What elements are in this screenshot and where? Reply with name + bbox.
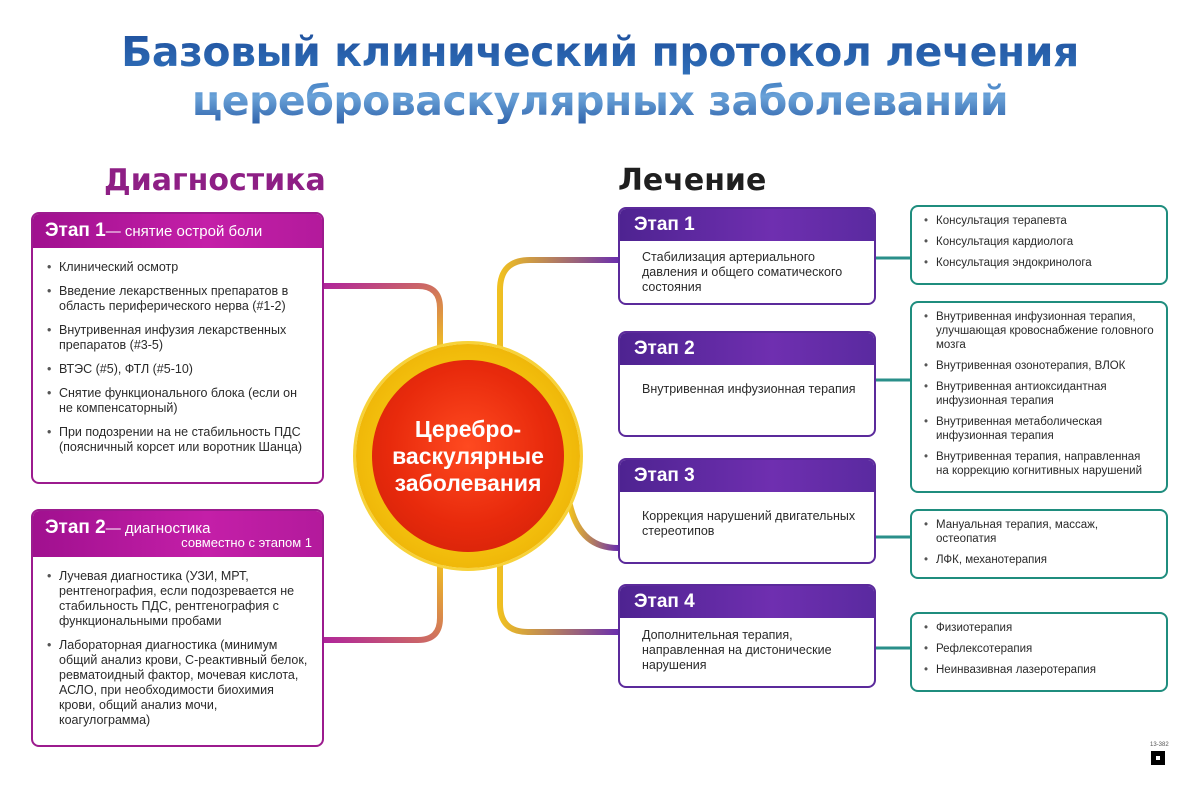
list-item: Лабораторная диагностика (минимум общий …	[47, 638, 310, 728]
list-item: При подозрении на не стабильность ПДС (п…	[47, 425, 310, 455]
treat-stage-2-card: Этап 2 Внутривенная инфузионная терапия	[618, 331, 876, 437]
list-item: Мануальная терапия, массаж, остеопатия	[924, 518, 1156, 546]
list-item: Консультация эндокринолога	[924, 256, 1156, 270]
diag-stage-2-header: Этап 2— диагностика совместно с этапом 1	[33, 511, 322, 557]
treatment-heading: Лечение	[618, 163, 767, 198]
connector-treat-stage-1	[497, 257, 621, 353]
treat-stage-1-items: Консультация терапевта Консультация кард…	[910, 205, 1168, 285]
treat-stage-3-items: Мануальная терапия, массаж, остеопатия Л…	[910, 509, 1168, 579]
treat-stage-4-title: Этап 4	[620, 586, 874, 618]
treat-stage-4-text: Дополнительная терапия, направленная на …	[642, 628, 832, 672]
list-item: Консультация кардиолога	[924, 235, 1156, 249]
treat-stage-3-text: Коррекция нарушений двигательных стереот…	[642, 509, 856, 538]
qr-code-icon	[1151, 751, 1165, 765]
treat-stage-1-title: Этап 1	[620, 209, 874, 241]
diag-stage-2-title: Этап 2	[45, 517, 106, 538]
list-item: Внутривенная антиоксидантная инфузионная…	[924, 380, 1156, 408]
list-item: Снятие функционального блока (если он не…	[47, 386, 310, 416]
center-label: Церебро-васкулярные заболевания	[392, 415, 544, 496]
connector-treat-stage-3	[567, 502, 621, 551]
list-item: ЛФК, механотерапия	[924, 553, 1156, 567]
list-item: Клинический осмотр	[47, 260, 310, 275]
list-item: Лучевая диагностика (УЗИ, МРТ, рентгеног…	[47, 569, 310, 629]
treat-stage-3-title: Этап 3	[620, 460, 874, 492]
list-item: Внутривенная инфузия лекарственных препа…	[47, 323, 310, 353]
connector-diag-stage-2	[320, 557, 443, 643]
diagnostics-heading: Диагностика	[104, 163, 326, 198]
list-item: Неинвазивная лазеротерапия	[924, 663, 1156, 677]
diag-stage-2-subtitle-2: совместно с этапом 1	[181, 535, 312, 550]
list-item: Физиотерапия	[924, 621, 1156, 635]
list-item: ВТЭС (#5), ФТЛ (#5-10)	[47, 362, 310, 377]
diag-stage-1-card: Этап 1— снятие острой боли Клинический о…	[31, 212, 324, 484]
treat-stage-2-items: Внутривенная инфузионная терапия, улучша…	[910, 301, 1168, 493]
list-item: Внутривенная озонотерапия, ВЛОК	[924, 359, 1156, 373]
treat-stage-4-card: Этап 4 Дополнительная терапия, направлен…	[618, 584, 876, 688]
treat-stage-2-title: Этап 2	[620, 333, 874, 365]
list-item: Внутривенная терапия, направленная на ко…	[924, 450, 1156, 478]
connector-treat-stage-4	[497, 557, 621, 635]
diag-stage-2-card: Этап 2— диагностика совместно с этапом 1…	[31, 509, 324, 747]
center-circle: Церебро-васкулярные заболевания	[372, 360, 564, 552]
list-item: Введение лекарственных препаратов в обла…	[47, 284, 310, 314]
treat-stage-4-items: Физиотерапия Рефлексотерапия Неинвазивна…	[910, 612, 1168, 692]
diag-stage-2-subtitle: — диагностика	[105, 520, 211, 537]
treat-stage-1-card: Этап 1 Стабилизация артериального давлен…	[618, 207, 876, 305]
product-code: 13-382	[1150, 742, 1169, 748]
treat-stage-2-text: Внутривенная инфузионная терапия	[642, 382, 856, 396]
treat-stage-3-card: Этап 3 Коррекция нарушений двигательных …	[618, 458, 876, 564]
connector-diag-stage-1	[320, 283, 443, 353]
diag-stage-1-list: Клинический осмотр Введение лекарственны…	[33, 248, 322, 472]
list-item: Рефлексотерапия	[924, 642, 1156, 656]
diag-stage-2-list: Лучевая диагностика (УЗИ, МРТ, рентгеног…	[33, 557, 322, 745]
diag-stage-1-header: Этап 1— снятие острой боли	[33, 214, 322, 248]
list-item: Внутривенная метаболическая инфузионная …	[924, 415, 1156, 443]
list-item: Внутривенная инфузионная терапия, улучша…	[924, 310, 1156, 352]
treat-stage-1-text: Стабилизация артериального давления и об…	[642, 250, 843, 294]
diag-stage-1-subtitle: — снятие острой боли	[105, 223, 263, 240]
diag-stage-1-title: Этап 1	[45, 220, 106, 241]
list-item: Консультация терапевта	[924, 214, 1156, 228]
